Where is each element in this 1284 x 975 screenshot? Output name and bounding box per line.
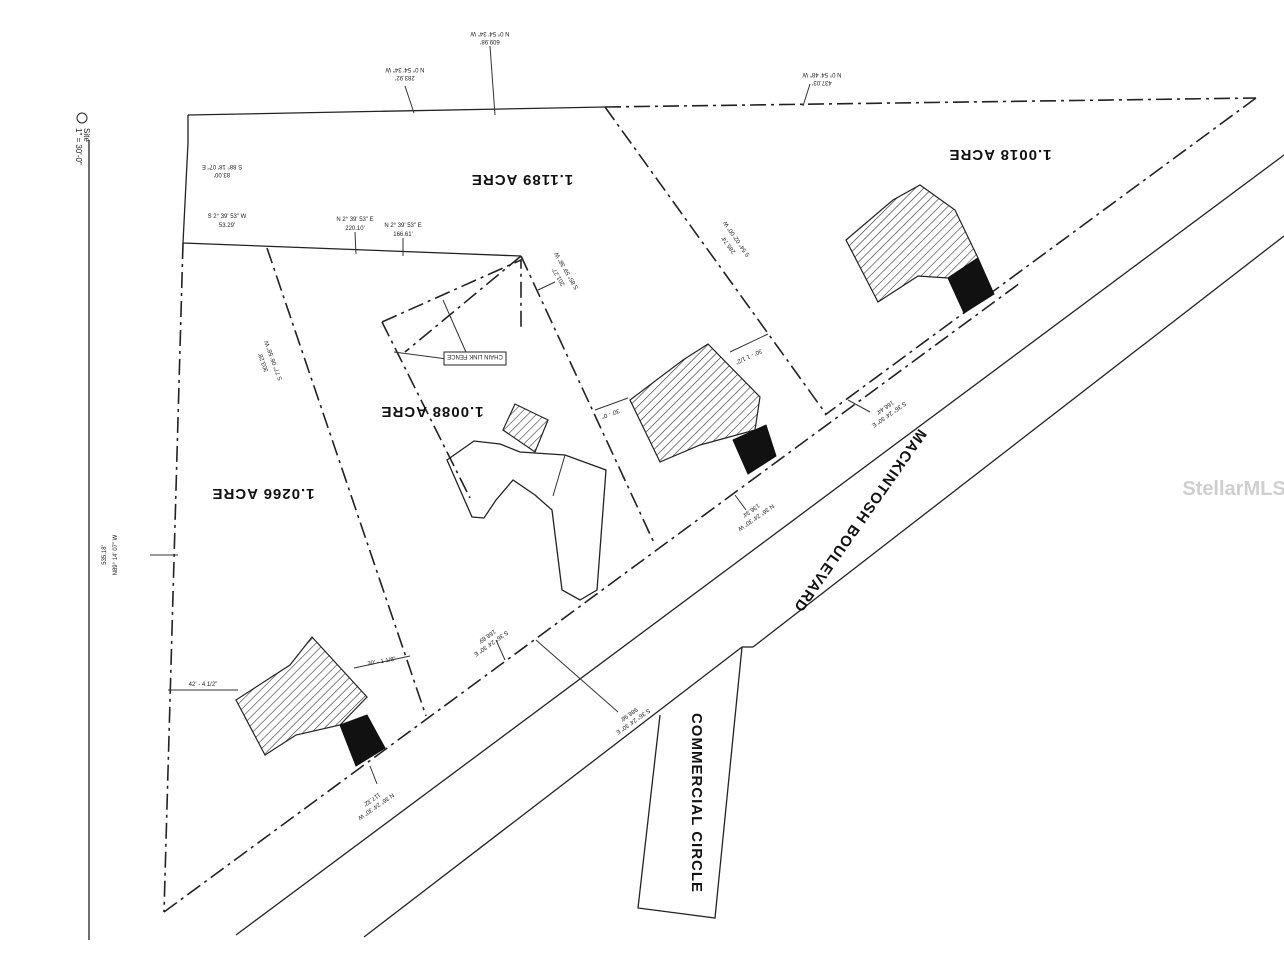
setback-a: 42' - 4 1/2": [189, 682, 218, 688]
scale-note: Site 1" = 30'-0": [74, 112, 91, 165]
bearing-labels: N 0° 54' 34" W 609.98' N 0° 54' 34" W 28…: [102, 30, 907, 821]
bearing-top-left-2: 283.92': [395, 74, 415, 80]
bearing-mid-a-1: S 2° 39' 53" W: [208, 214, 247, 220]
fence-label-box: [443, 351, 507, 366]
lot-3-acreage: 1.0088 ACRE: [381, 403, 484, 420]
bearing-mid-b-2: 220.10': [345, 226, 365, 232]
bearing-top-long-2: 609.98': [480, 38, 500, 44]
lot-1-acreage: 1.1189 ACRE: [471, 171, 573, 188]
interior-lot-lines: [266, 106, 827, 717]
lot-4-acreage: 1.0266 ACRE: [212, 485, 315, 502]
bearing-mid-c-1: N 2° 39' 53" E: [384, 223, 421, 229]
bearing-top-right-2: 437.03': [812, 79, 832, 85]
house-lot-2: [629, 343, 777, 475]
bearing-diag-3-1: S 77° 06' 58" W: [264, 339, 284, 381]
bearing-mid-c-2: 166.61': [393, 232, 413, 238]
scale-note-scale: 1" = 30'-0": [74, 128, 83, 165]
setback-c: 30' - 0": [601, 407, 621, 419]
bearing-left-short-1: S 88° 18' 07" E: [202, 163, 242, 169]
watermark: StellarMLS: [1182, 478, 1284, 500]
chain-link-fence: CHAIN LINK FENCE: [381, 258, 522, 499]
bearing-mid-a-2: 53.29': [219, 223, 235, 229]
bearing-west-2: 535.18': [102, 545, 108, 565]
bearing-top-right-1: N 0° 54' 48" W: [802, 71, 841, 77]
street-commercial-circle: COMMERCIAL CIRCLE: [688, 713, 705, 893]
commercial-circle-road: [637, 646, 753, 919]
street-mackintosh: MACKINTOSH BOULEVARD: [790, 426, 930, 616]
bearing-top-long-1: N 0° 54' 34" W: [470, 30, 509, 36]
setback-d: 30' - 1 1/2": [734, 347, 762, 365]
lot-2-acreage: 1.0018 ACRE: [949, 146, 1052, 163]
bearing-top-left-1: N 0° 54' 34" W: [385, 66, 424, 72]
bearing-left-short-2: 83.00': [214, 171, 230, 177]
property-boundary: [163, 97, 1257, 913]
acreage-labels: 1.1189 ACRE 1.0018 ACRE 1.0088 ACRE 1.02…: [212, 146, 1052, 502]
house-lot-3: [235, 636, 386, 767]
bearing-west-1: N89° 14' 07" W: [113, 534, 119, 575]
measurement-leaders: [150, 45, 871, 785]
road-edges: [235, 154, 1284, 938]
bearing-mid-b-1: N 2° 39' 53" E: [336, 217, 373, 223]
fence-label: CHAIN LINK FENCE: [447, 353, 503, 359]
house-lot-1: [845, 184, 995, 314]
scale-note-title: Site: [82, 128, 91, 142]
setback-b: 30' - 1 1/8": [367, 657, 396, 668]
frontage-line: [163, 282, 1021, 913]
existing-building: [446, 403, 607, 601]
